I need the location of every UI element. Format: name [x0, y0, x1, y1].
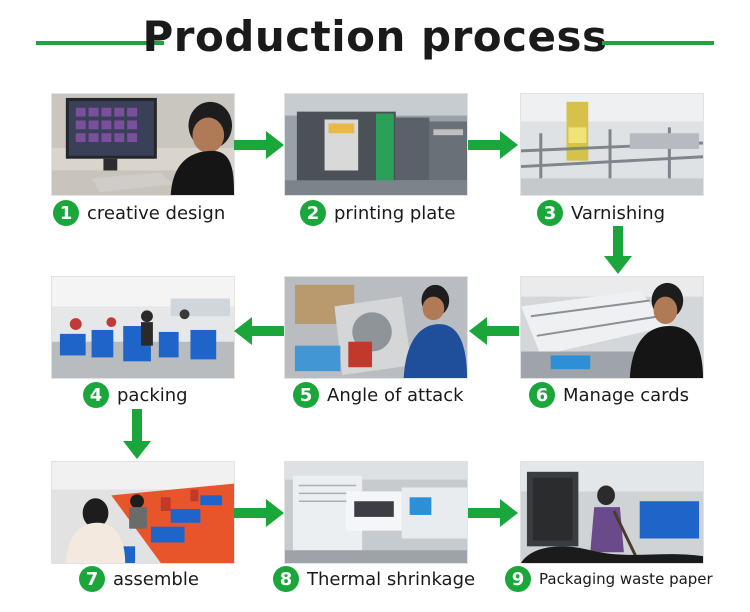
arrow-icon-2-to-3	[468, 131, 518, 159]
page-title: Production process	[142, 12, 608, 61]
card-sorting-machine-photo	[520, 276, 704, 379]
step-6-number-badge: 6	[529, 382, 555, 408]
arrow-icon-6-to-5	[469, 317, 519, 345]
arrow-icon-3-to-6	[604, 226, 632, 274]
step-7-number-badge: 7	[79, 566, 105, 592]
die-cutting-machine-photo	[284, 276, 468, 379]
shrink-wrap-machine-photo	[284, 461, 468, 564]
step-3-label: 3 Varnishing	[537, 199, 665, 227]
step-1-label: 1 creative design	[53, 199, 225, 227]
step-6-text: Manage cards	[563, 384, 690, 406]
step-5-text: Angle of attack	[327, 384, 464, 406]
step-4-label: 4 packing	[83, 381, 188, 409]
step-7-label: 7 assemble	[79, 565, 199, 593]
step-3-text: Varnishing	[571, 202, 666, 224]
printing-press-photo	[284, 93, 468, 196]
arrow-icon-4-to-7	[123, 409, 151, 459]
arrow-icon-8-to-9	[468, 499, 518, 527]
arrow-icon-1-to-2	[234, 131, 284, 159]
arrow-icon-7-to-8	[234, 499, 284, 527]
packing-workshop-photo	[51, 276, 235, 379]
step-6-label: 6 Manage cards	[529, 381, 689, 409]
step-2-text: printing plate	[334, 202, 456, 224]
step-2-number-badge: 2	[300, 200, 326, 226]
step-2-label: 2 printing plate	[300, 199, 455, 227]
step-3-number-badge: 3	[537, 200, 563, 226]
waste-paper-baler-photo	[520, 461, 704, 564]
step-9-text: Packaging waste paper	[539, 570, 713, 588]
step-8-number-badge: 8	[273, 566, 299, 592]
varnishing-machine-photo	[520, 93, 704, 196]
step-5-label: 5 Angle of attack	[293, 381, 464, 409]
step-1-number-badge: 1	[53, 200, 79, 226]
step-9-label: 9 Packaging waste paper	[505, 565, 713, 593]
step-5-number-badge: 5	[293, 382, 319, 408]
step-4-number-badge: 4	[83, 382, 109, 408]
arrow-icon-5-to-4	[234, 317, 284, 345]
step-1-text: creative design	[87, 202, 226, 224]
step-4-text: packing	[117, 384, 188, 406]
title-rule-left	[36, 41, 164, 45]
title-rule-right	[602, 41, 714, 45]
step-8-text: Thermal shrinkage	[307, 568, 476, 590]
designer-at-computer-photo	[51, 93, 235, 196]
assembly-line-photo	[51, 461, 235, 564]
step-9-number-badge: 9	[505, 566, 531, 592]
step-7-text: assemble	[113, 568, 199, 590]
step-8-label: 8 Thermal shrinkage	[273, 565, 475, 593]
